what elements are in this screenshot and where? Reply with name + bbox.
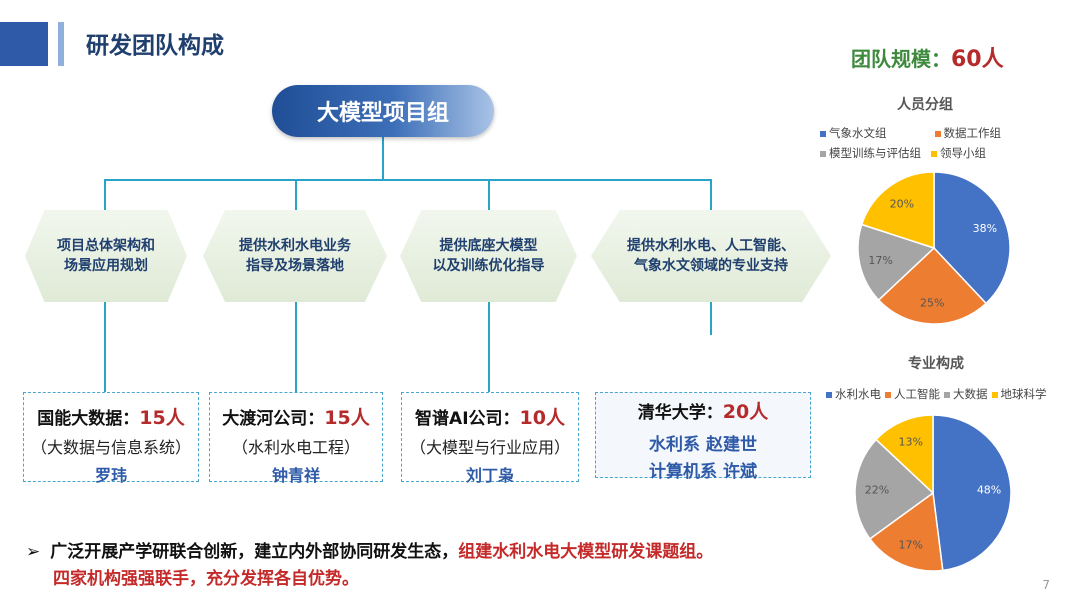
org-name-text: 大渡河公司：	[222, 409, 325, 429]
data-label: 38%	[973, 222, 997, 235]
pie-slice	[868, 491, 944, 572]
org-name-text: 智谱AI公司：	[415, 409, 520, 429]
pie-slice	[854, 438, 935, 540]
org-name: 国能大数据：15人	[24, 403, 198, 430]
bullet-arrow-icon: ➢	[26, 542, 41, 562]
legend-label: 水利水电	[835, 387, 881, 401]
legend-item: 地球科学	[991, 387, 1047, 401]
data-label: 48%	[977, 483, 1001, 496]
role-text-line2: 指导及场景落地	[246, 258, 344, 274]
data-label: 22%	[865, 483, 889, 496]
legend-swatch	[826, 391, 832, 398]
legend-item: 人工智能	[885, 387, 940, 401]
team-size: 团队规模：60人	[851, 41, 1004, 73]
role-hexagon: 提供水利水电业务指导及场景落地	[203, 210, 387, 302]
legend-swatch	[934, 130, 941, 137]
org-name-text: 国能大数据：	[37, 409, 140, 429]
org-lead: 水利系 赵建世	[649, 435, 757, 455]
role-hexagon: 项目总体架构和场景应用规划	[25, 210, 187, 302]
header-accent-block	[0, 22, 48, 66]
org-box: 智谱AI公司：10人 （大模型与行业应用） 刘丁枭	[401, 392, 579, 485]
chart-legend: 水利水电人工智能大数据地球科学	[826, 386, 1076, 402]
org-count: 15人	[139, 407, 185, 429]
connector-root-down	[382, 137, 384, 179]
org-count: 20人	[722, 401, 769, 423]
chart-title: 人员分组	[897, 97, 953, 113]
legend-swatch	[820, 130, 826, 137]
team-size-value: 60人	[951, 47, 1004, 72]
pie-slice	[860, 171, 935, 250]
data-label: 17%	[898, 539, 922, 552]
org-name: 大渡河公司：15人	[210, 403, 382, 430]
org-lead: 刘丁枭	[465, 466, 514, 485]
role-text-line1: 提供底座大模型	[439, 238, 538, 254]
legend-item: 气象水文组	[820, 126, 887, 140]
org-name: 智谱AI公司：10人	[402, 403, 578, 430]
team-size-label: 团队规模：	[851, 47, 951, 71]
data-label: 25%	[920, 297, 944, 310]
legend-swatch	[991, 391, 998, 398]
pie-chart-groups: 38% 25% 17% 20%	[857, 171, 1011, 325]
pie-chart-disciplines: 48% 17% 22% 13%	[854, 414, 1012, 572]
legend-swatch	[885, 391, 891, 398]
legend-item: 模型训练与评估组	[820, 146, 921, 160]
legend-item: 水利水电	[826, 387, 881, 401]
header-accent-bar	[58, 22, 64, 66]
legend-label: 领导小组	[940, 146, 986, 160]
pie-slice	[877, 246, 988, 325]
legend-label: 大数据	[953, 387, 988, 401]
role-text-line1: 提供水利水电、人工智能、	[627, 238, 795, 254]
pie-slice	[875, 414, 934, 495]
pie-slice	[932, 414, 1012, 572]
chart-title: 专业构成	[908, 356, 964, 372]
summary-part3: 四家机构强强联手，充分发挥各自优势。	[53, 569, 359, 589]
role-text-line2: 场景应用规划	[64, 258, 148, 274]
org-box: 大渡河公司：15人 （水利水电工程） 钟青祥	[209, 392, 383, 485]
legend-item: 大数据	[944, 387, 988, 401]
chart-legend: 气象水文组 数据工作组 模型训练与评估组 领导小组	[820, 125, 1060, 161]
role-hexagon: 提供水利水电、人工智能、气象水文领域的专业支持	[591, 210, 831, 302]
legend-label: 模型训练与评估组	[829, 146, 921, 160]
summary-part2: 组建水利水电大模型研发课题组。	[458, 542, 714, 562]
legend-swatch	[931, 150, 937, 157]
legend-swatch	[944, 391, 950, 398]
role-hexagon: 提供底座大模型以及训练优化指导	[400, 210, 577, 302]
org-name: 清华大学：20人	[596, 397, 810, 424]
pie-slice	[933, 171, 1011, 305]
org-field: （大模型与行业应用）	[409, 438, 570, 457]
org-field: （大数据与信息系统）	[30, 438, 191, 457]
legend-label: 数据工作组	[943, 126, 1002, 140]
page-title: 研发团队构成	[86, 33, 224, 59]
legend-item: 领导小组	[931, 146, 986, 160]
role-text-line1: 提供水利水电业务	[239, 238, 351, 254]
summary-part1: 广泛开展产学研联合创新，建立内外部协同研发生态，	[50, 542, 459, 562]
legend-label: 人工智能	[894, 387, 940, 401]
legend-label: 地球科学	[1000, 387, 1047, 401]
org-count: 10人	[519, 407, 565, 429]
pie-slice	[857, 223, 936, 302]
org-lead: 钟青祥	[271, 466, 320, 485]
root-node: 大模型项目组	[272, 85, 494, 137]
role-text-line2: 气象水文领域的专业支持	[634, 258, 788, 274]
org-count: 15人	[324, 407, 370, 429]
legend-swatch	[820, 150, 826, 157]
data-label: 17%	[868, 254, 892, 267]
legend-item: 数据工作组	[934, 126, 1002, 140]
data-label: 20%	[890, 198, 914, 211]
legend-label: 气象水文组	[829, 126, 887, 140]
page-number: 7	[1042, 578, 1050, 592]
role-text-line2: 以及训练优化指导	[432, 258, 545, 274]
summary-text: ➢ 广泛开展产学研联合创新，建立内外部协同研发生态，组建水利水电大模型研发课题组。…	[26, 539, 713, 593]
org-lead: 计算机系 许斌	[649, 462, 757, 482]
org-box: 清华大学：20人 水利系 赵建世 计算机系 许斌	[595, 392, 811, 482]
connector-horizontal	[104, 179, 712, 181]
org-field: （水利水电工程）	[231, 438, 360, 457]
role-text-line1: 项目总体架构和	[57, 238, 155, 254]
org-box: 国能大数据：15人 （大数据与信息系统） 罗玮	[23, 392, 199, 485]
org-name-text: 清华大学：	[637, 403, 723, 423]
org-lead: 罗玮	[94, 466, 127, 485]
data-label: 13%	[898, 435, 922, 448]
